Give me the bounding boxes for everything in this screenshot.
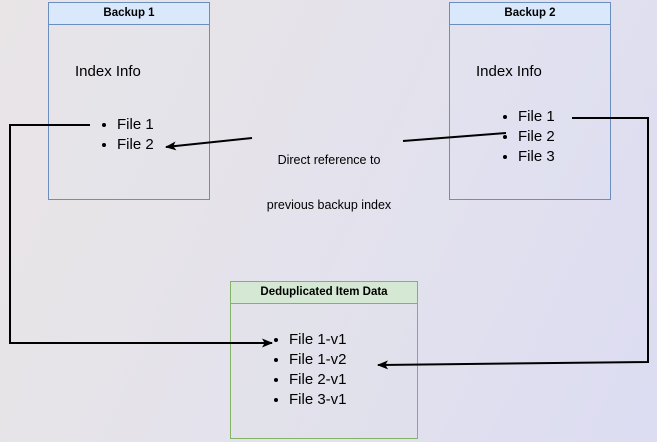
list-item: File 1-v1 <box>289 330 347 350</box>
node-backup-1-header: Backup 1 <box>49 3 209 25</box>
backup-2-index-info-label: Index Info <box>476 63 542 80</box>
backup-2-file-list: File 1 File 2 File 3 <box>500 107 555 167</box>
list-item: File 1 <box>117 115 154 135</box>
list-item: File 3-v1 <box>289 390 347 410</box>
edge-label-line-1: Direct reference to <box>277 153 381 167</box>
backup-1-index-info-label: Index Info <box>75 63 141 80</box>
node-backup-1-body: Index Info File 1 File 2 <box>49 25 209 199</box>
list-item: File 1 <box>518 107 555 127</box>
list-item: File 3 <box>518 147 555 167</box>
node-backup-1[interactable]: Backup 1 Index Info File 1 File 2 <box>48 2 210 200</box>
dedup-file-list: File 1-v1 File 1-v2 File 2-v1 File 3-v1 <box>271 330 347 410</box>
node-backup-2-header: Backup 2 <box>450 3 610 25</box>
node-dedup-header: Deduplicated Item Data <box>231 282 417 304</box>
node-backup-2[interactable]: Backup 2 Index Info File 1 File 2 File 3 <box>449 2 611 200</box>
list-item: File 2 <box>117 135 154 155</box>
node-backup-2-body: Index Info File 1 File 2 File 3 <box>450 25 610 199</box>
list-item: File 1-v2 <box>289 350 347 370</box>
list-item: File 2 <box>518 127 555 147</box>
node-dedup-body: File 1-v1 File 1-v2 File 2-v1 File 3-v1 <box>231 304 417 438</box>
edge-label-line-2: previous backup index <box>266 198 392 212</box>
node-deduplicated-item-data[interactable]: Deduplicated Item Data File 1-v1 File 1-… <box>230 281 418 439</box>
edge-label-direct-reference: Direct reference to previous backup inde… <box>255 123 403 243</box>
list-item: File 2-v1 <box>289 370 347 390</box>
backup-1-file-list: File 1 File 2 <box>99 115 154 155</box>
